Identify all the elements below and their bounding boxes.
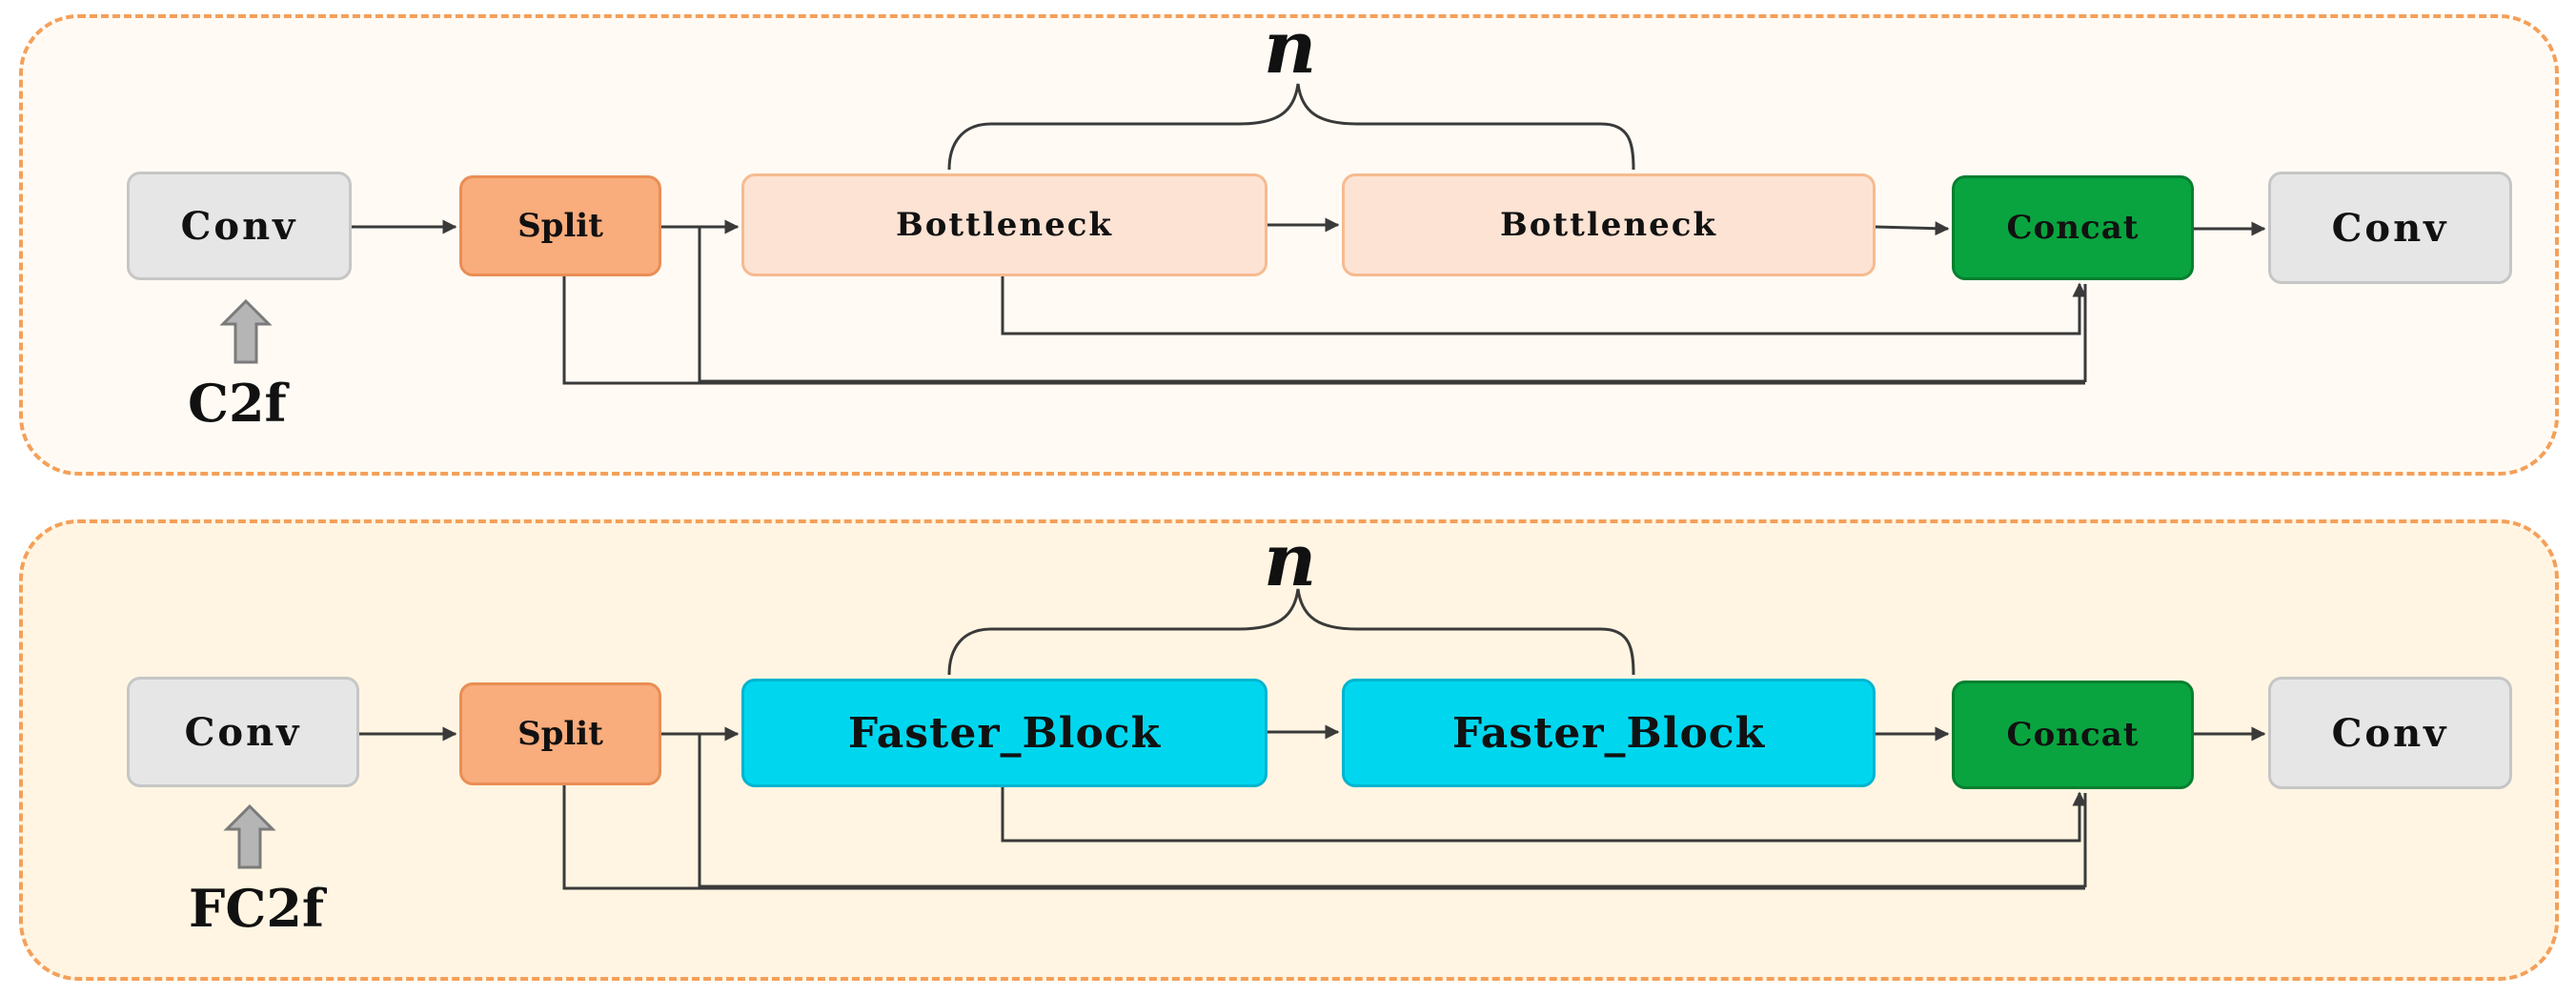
fc2f-conv-out: Conv [2268, 677, 2512, 789]
c2f-module-label: C2f [188, 373, 287, 434]
fc2f-connectors [359, 724, 2266, 890]
fc2f-faster-block-1: Faster_Block [741, 679, 1268, 787]
fc2f-concat: Concat [1952, 681, 2194, 789]
fc2f-up-arrow-icon [223, 803, 276, 869]
fc2f-split: Split [459, 682, 661, 785]
fc2f-repeat-label: n [1264, 518, 1317, 602]
fc2f-faster-block-2: Faster_Block [1342, 679, 1876, 787]
fc2f-brace [947, 588, 1635, 676]
fc2f-module-label: FC2f [189, 878, 325, 939]
c2f-conv-out: Conv [2268, 172, 2512, 284]
c2f-bottleneck-1: Bottleneck [741, 173, 1268, 276]
c2f-connectors [352, 217, 2266, 385]
c2f-concat: Concat [1952, 175, 2194, 280]
fc2f-conv-in: Conv [127, 677, 359, 787]
c2f-up-arrow-icon [219, 298, 273, 364]
c2f-split: Split [459, 175, 661, 276]
c2f-conv-in: Conv [127, 172, 352, 280]
c2f-bottleneck-2: Bottleneck [1342, 173, 1876, 276]
c2f-brace [947, 83, 1635, 171]
c2f-repeat-label: n [1264, 5, 1317, 90]
